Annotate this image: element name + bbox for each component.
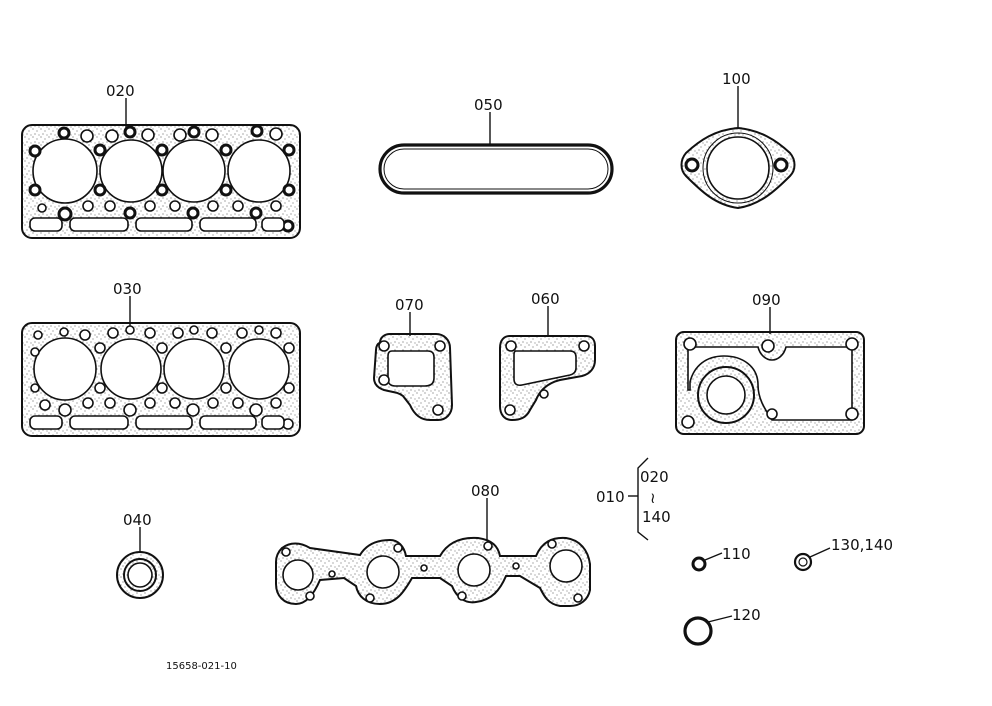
- part-020-head-gasket: 020: [21, 82, 301, 239]
- label-060: 060: [531, 290, 560, 308]
- part-110-o-ring: 110: [691, 545, 751, 572]
- label-100: 100: [722, 70, 751, 88]
- label-kit-range-symbol: ≀: [650, 489, 656, 507]
- drawing-code: 15658-021-10: [166, 661, 237, 672]
- part-030-slots: [29, 415, 285, 430]
- part-090-cover-gasket: 090: [675, 291, 865, 435]
- label-110: 110: [722, 545, 751, 563]
- part-070-gasket: 070: [372, 296, 454, 421]
- label-080: 080: [471, 482, 500, 500]
- label-010: 010: [596, 488, 625, 506]
- part-060-gasket: 060: [499, 290, 596, 422]
- kit-010-reference: 010 020 ≀ 140: [596, 457, 671, 541]
- part-080-manifold-gasket: 080: [275, 482, 591, 607]
- label-020: 020: [106, 82, 135, 100]
- label-kit-from: 020: [640, 468, 669, 486]
- label-090: 090: [752, 291, 781, 309]
- part-020-slots: [29, 217, 285, 232]
- part-040-seal: 040: [116, 511, 164, 599]
- label-030: 030: [113, 280, 142, 298]
- label-130-140: 130,140: [831, 536, 893, 554]
- label-050: 050: [474, 96, 503, 114]
- part-130-140-washer: 130,140: [793, 536, 893, 572]
- part-100-flange-gasket: 100: [680, 70, 796, 210]
- part-020-small-holes: [28, 124, 296, 233]
- label-070: 070: [395, 296, 424, 314]
- label-120: 120: [732, 606, 761, 624]
- label-kit-to: 140: [642, 508, 671, 526]
- part-120-o-ring: 120: [683, 606, 761, 646]
- part-030-small-holes: [30, 325, 295, 430]
- part-050-cover-gasket: 050: [378, 96, 614, 195]
- label-040: 040: [123, 511, 152, 529]
- part-030-head-gasket: 030: [21, 280, 301, 437]
